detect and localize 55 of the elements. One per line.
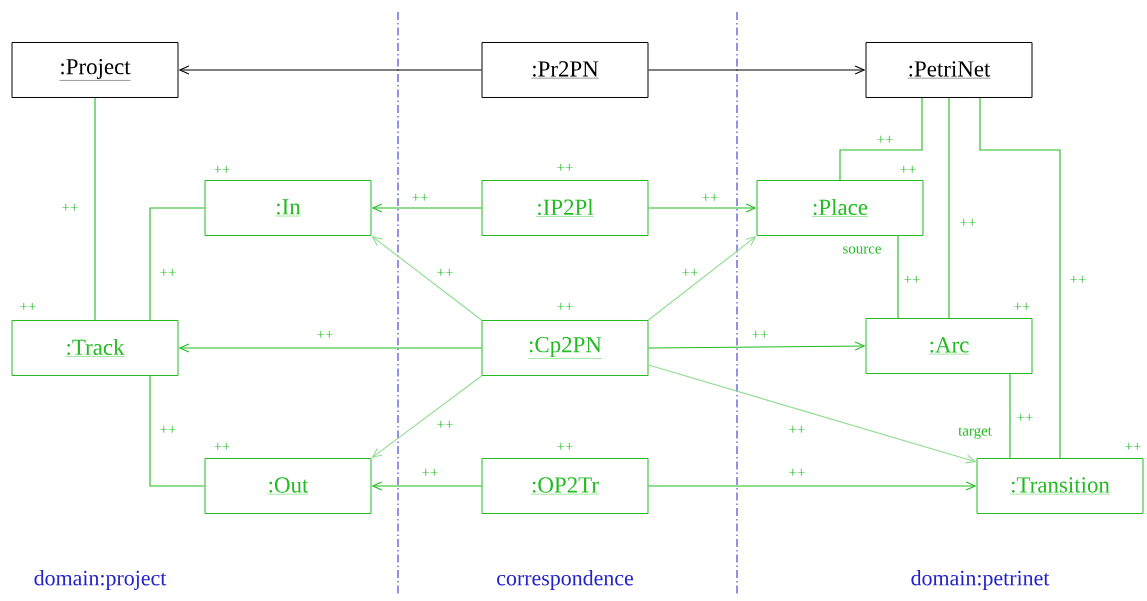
object-box: :IP2Pl (481, 180, 649, 236)
connector-arrow (647, 203, 757, 213)
object-box: :OP2Tr (481, 458, 649, 514)
object-box: :Out (204, 458, 372, 514)
connector-arrow (371, 375, 483, 458)
edge-label: ++ (702, 193, 718, 201)
connector-arrow (647, 65, 866, 75)
edge-label: ++ (437, 268, 453, 276)
object-box: :Pr2PN (481, 42, 649, 98)
swimlane-title: domain:project (34, 570, 167, 590)
object-box: :Track (11, 320, 179, 376)
edge-label: ++ (160, 268, 176, 276)
multiplicity-label: ++ (557, 163, 573, 171)
multiplicity-label: ++ (214, 165, 230, 173)
edge-label: ++ (1017, 413, 1033, 421)
object-box: :Transition (976, 458, 1144, 514)
connector-arrow (178, 65, 483, 75)
connector-arrow (647, 236, 757, 321)
connector-arrow (371, 203, 483, 213)
role-label: target (958, 427, 992, 439)
object-box: :Cp2PN (481, 320, 649, 376)
edge-label: ++ (789, 468, 805, 476)
edge-label: ++ (160, 425, 176, 433)
edge-label: ++ (317, 330, 333, 338)
multiplicity-label: ++ (214, 442, 230, 450)
edge-label: ++ (1070, 275, 1086, 283)
connector-arrow (178, 343, 483, 353)
edge-label: ++ (904, 275, 920, 283)
edge-label: ++ (960, 218, 976, 226)
multiplicity-label: ++ (557, 302, 573, 310)
edge-label: ++ (752, 330, 768, 338)
edge-label: ++ (682, 268, 698, 276)
connector-arrow (371, 236, 483, 321)
edge-label: ++ (412, 193, 428, 201)
multiplicity-label: ++ (20, 302, 36, 310)
edge-label: ++ (877, 135, 893, 143)
swimlane-title: domain:petrinet (911, 570, 1050, 590)
multiplicity-label: ++ (1125, 442, 1141, 450)
swimlane-title: correspondence (497, 570, 633, 590)
connector-arrow (647, 364, 977, 464)
object-box: :Place (756, 180, 924, 236)
multiplicity-label: ++ (557, 442, 573, 450)
connector-arrow (371, 481, 483, 491)
object-box: :Arc (865, 318, 1033, 374)
connector-arrow (647, 341, 866, 351)
multiplicity-label: ++ (900, 165, 916, 173)
object-box: :Project (11, 42, 179, 98)
object-box: :In (204, 180, 372, 236)
edge-label: ++ (789, 425, 805, 433)
edge-label: ++ (422, 468, 438, 476)
multiplicity-label: ++ (1014, 302, 1030, 310)
edge-label: ++ (437, 420, 453, 428)
object-box: :PetriNet (865, 42, 1033, 98)
connector-arrow (647, 481, 977, 491)
edge-label: ++ (62, 203, 78, 211)
